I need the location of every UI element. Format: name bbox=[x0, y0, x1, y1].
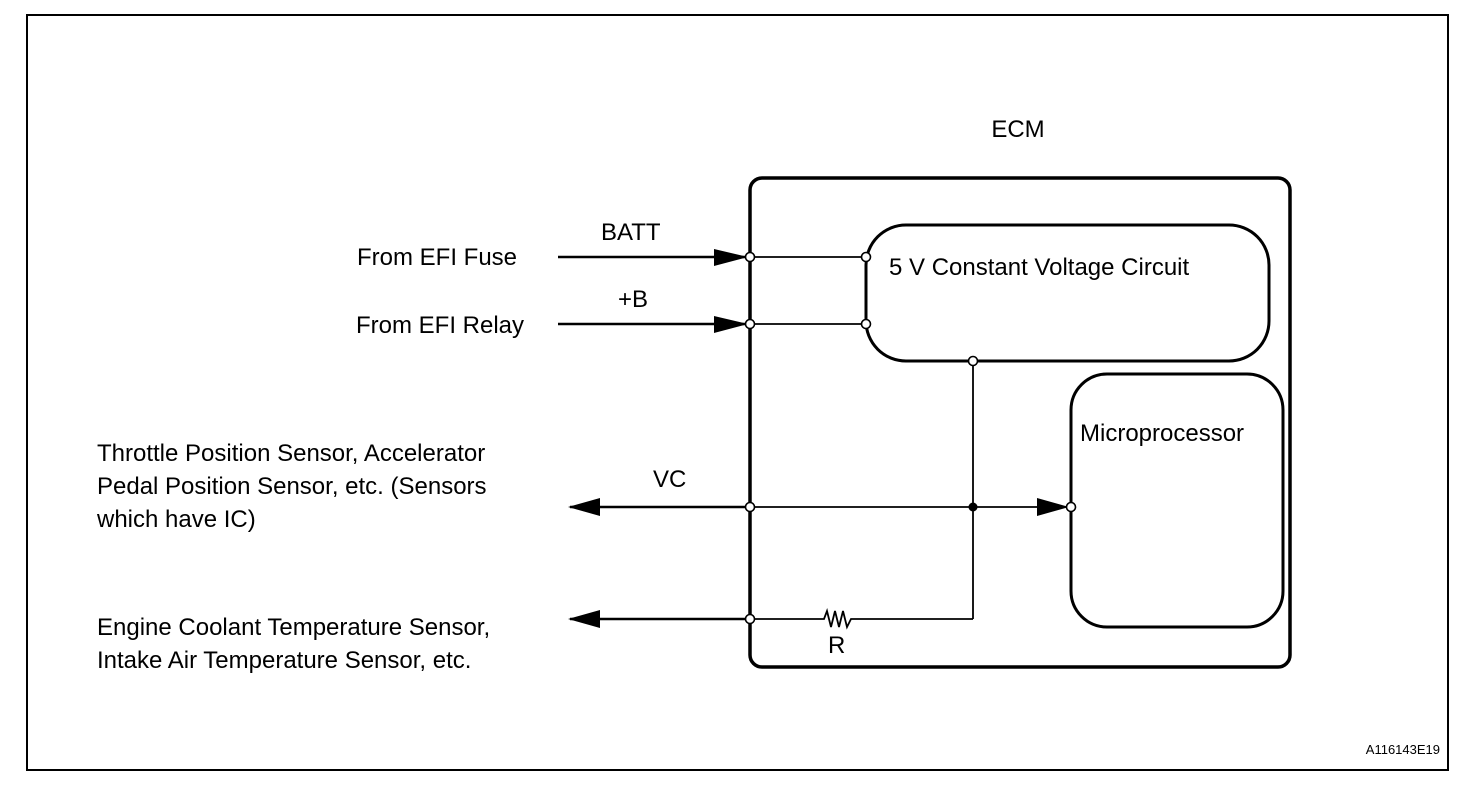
terminal-node bbox=[1065, 501, 1077, 513]
batt-line bbox=[558, 249, 866, 266]
ecm-box bbox=[748, 176, 1292, 669]
terminal-node bbox=[744, 501, 756, 513]
vc-terminal-label: VC bbox=[653, 466, 686, 493]
terminal-nodes bbox=[744, 251, 1077, 625]
terminal-node bbox=[744, 251, 756, 263]
arrow-left-icon bbox=[568, 610, 600, 628]
constant-voltage-circuit-box bbox=[864, 223, 1271, 363]
vc-line bbox=[568, 498, 1071, 516]
arrow-left-icon bbox=[568, 498, 600, 516]
temp-sensors-line-2: Intake Air Temperature Sensor, etc. bbox=[97, 647, 471, 674]
terminal-node bbox=[860, 251, 872, 263]
efi-fuse-label: From EFI Fuse bbox=[357, 244, 517, 271]
figure-frame bbox=[26, 14, 1449, 771]
microprocessor-label: Microprocessor bbox=[1080, 420, 1244, 447]
efi-relay-label: From EFI Relay bbox=[356, 312, 524, 339]
resistor-label: R bbox=[828, 632, 845, 659]
terminal-node bbox=[967, 355, 979, 367]
resistor-line bbox=[568, 607, 973, 630]
ecm-title: ECM bbox=[991, 116, 1044, 143]
arrow-right-icon bbox=[714, 316, 748, 333]
arrow-right-icon bbox=[714, 249, 748, 266]
constant-voltage-circuit-label: 5 V Constant Voltage Circuit bbox=[889, 254, 1189, 281]
plus-b-line bbox=[558, 316, 866, 333]
resistor-icon bbox=[750, 607, 973, 630]
plus-b-terminal-label: +B bbox=[618, 286, 648, 313]
terminal-node bbox=[744, 318, 756, 330]
junction-dot bbox=[968, 502, 978, 512]
figure-id: A116143E19 bbox=[1366, 742, 1440, 757]
batt-terminal-label: BATT bbox=[601, 219, 661, 246]
ic-sensors-line-2: Pedal Position Sensor, etc. (Sensors bbox=[97, 473, 487, 500]
terminal-node bbox=[860, 318, 872, 330]
arrow-right-icon bbox=[1037, 498, 1069, 516]
terminal-node bbox=[744, 613, 756, 625]
microprocessor-box bbox=[1069, 372, 1285, 629]
ic-sensors-line-3: which have IC) bbox=[96, 506, 256, 533]
temp-sensors-line-1: Engine Coolant Temperature Sensor, bbox=[97, 614, 490, 641]
ic-sensors-line-1: Throttle Position Sensor, Accelerator bbox=[97, 440, 485, 467]
